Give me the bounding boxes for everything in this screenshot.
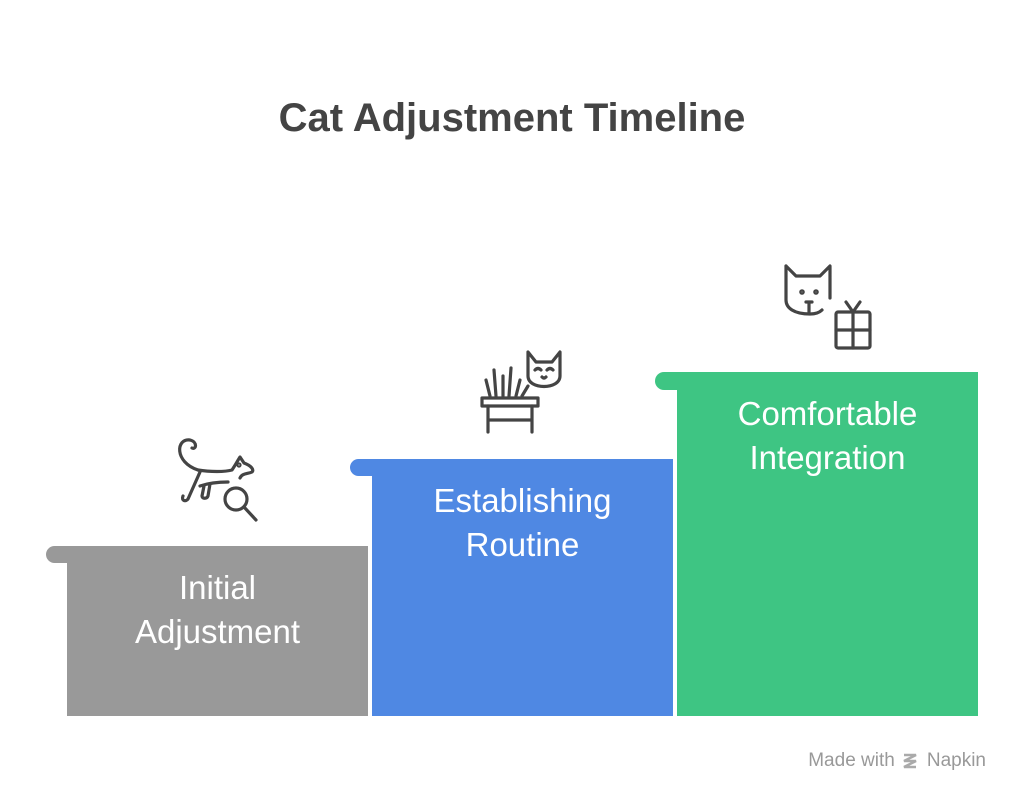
step-label-line1: Establishing [433, 482, 612, 519]
step-label-line2: Routine [465, 526, 580, 563]
diagram-title: Cat Adjustment Timeline [278, 96, 746, 140]
cat-gift-icon [780, 260, 875, 357]
napkin-watermark: Made with Napkin [808, 750, 986, 772]
made-with-text: Made with [808, 750, 895, 771]
step-label: Comfortable Integration [677, 392, 978, 480]
cat-litter-box-icon [476, 346, 571, 443]
step-label-line1: Comfortable [737, 395, 918, 432]
step-label-line2: Adjustment [134, 613, 301, 650]
step-label-line2: Integration [749, 439, 906, 476]
step-comfortable-integration: Comfortable Integration [677, 372, 978, 716]
cat-magnifier-icon [170, 432, 265, 532]
step-initial-adjustment: Initial Adjustment [67, 546, 368, 716]
napkin-brand-text: Napkin [926, 750, 986, 771]
step-label: Establishing Routine [372, 479, 673, 567]
step-establishing-routine: Establishing Routine [372, 459, 673, 716]
step-label: Initial Adjustment [67, 566, 368, 654]
napkin-logo-icon [903, 753, 917, 769]
step-label-line1: Initial [178, 569, 257, 606]
